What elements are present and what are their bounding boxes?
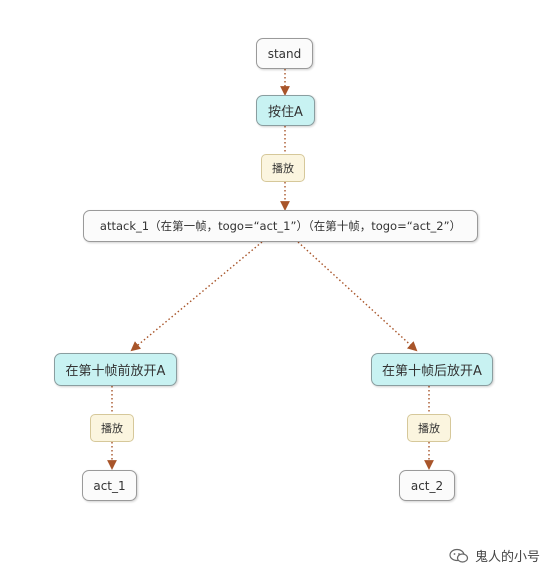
node-act2: act_2 [399, 470, 455, 501]
edge-attack-to-release-after [297, 241, 418, 352]
wechat-icon [449, 548, 469, 563]
node-play-left: 播放 [90, 414, 134, 442]
node-stand: stand [256, 38, 313, 69]
node-release-before: 在第十帧前放开A [54, 353, 177, 386]
edge-attack-to-release-before [130, 241, 263, 352]
node-play-top: 播放 [261, 154, 305, 182]
node-release-after: 在第十帧后放开A [371, 353, 493, 386]
node-act1: act_1 [82, 470, 137, 501]
watermark-text: 鬼人的小号 [474, 550, 540, 565]
watermark: 鬼人的小号 [449, 546, 540, 565]
node-attack: attack_1（在第一帧，togo=“act_1”）（在第十帧，togo=“a… [83, 210, 478, 242]
node-press-a: 按住A [256, 95, 315, 126]
node-play-right: 播放 [407, 414, 451, 442]
